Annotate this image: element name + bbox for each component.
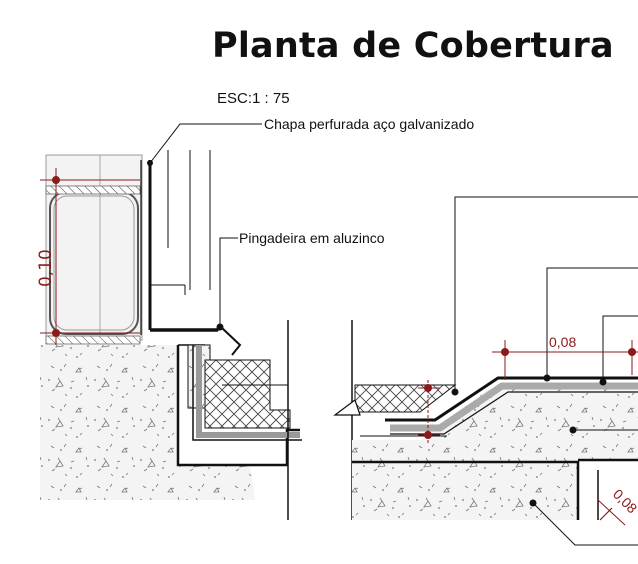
leader-lines — [149, 123, 638, 546]
leader-dots — [147, 160, 607, 507]
label-chapa: Chapa perfurada aço galvanizado — [264, 116, 474, 132]
dimension-left — [40, 168, 140, 345]
drawing-title: Planta de Cobertura — [212, 26, 614, 66]
right-membrane — [333, 376, 638, 437]
parapet-panel — [45, 154, 143, 345]
wall-flashing — [140, 150, 242, 356]
dimension-right — [492, 340, 638, 380]
drawing-scale: ESC:1 : 75 — [217, 90, 290, 107]
dimension-diagonal — [597, 499, 626, 526]
dimension-height-left: 0,10 — [36, 249, 56, 287]
dimension-ramp — [418, 380, 440, 445]
left-upturn — [187, 320, 302, 520]
dimension-diagonal-text: 0,08 — [610, 486, 638, 517]
dimension-width-right: 0,08 — [549, 334, 576, 350]
right-slab — [352, 388, 638, 520]
label-pingadeira: Pingadeira em aluzinco — [239, 230, 385, 246]
